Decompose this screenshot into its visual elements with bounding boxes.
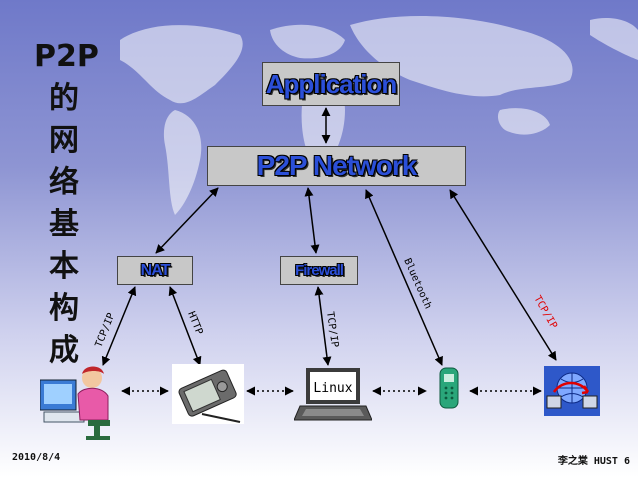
tcpip-right-label: TCP/IP <box>531 294 559 331</box>
footer-date: 2010/8/4 <box>12 452 61 463</box>
p2p-network-label: P2P Network <box>256 150 418 181</box>
tcpip-left-label: TCP/IP <box>94 312 118 350</box>
user-at-computer-icon <box>40 366 110 440</box>
nat-user-link <box>101 286 137 366</box>
network-globe-icon <box>544 366 600 416</box>
side-title: P2P 的 网 络 基 本 构 成 <box>34 39 99 368</box>
firewall-laptop-link <box>314 286 332 366</box>
cellphone-icon <box>439 367 459 409</box>
p2p-firewall-link <box>304 187 320 254</box>
nat-box: NAT <box>117 256 193 285</box>
nat-label: NAT <box>140 261 171 279</box>
p2p-globe-link <box>449 189 557 361</box>
nat-pda-link <box>168 286 202 366</box>
pda-icon <box>172 364 244 424</box>
laptop-icon: Linux <box>294 368 372 421</box>
p2p-phone-link <box>365 189 443 366</box>
application-label: Application <box>265 68 398 99</box>
firewall-label: Firewall <box>295 262 344 279</box>
application-box: Application <box>262 62 400 106</box>
p2p-nat-link <box>155 187 219 254</box>
footer-credit: 李之棠 HUST 6 <box>557 456 630 467</box>
firewall-box: Firewall <box>280 256 358 285</box>
linux-label: Linux <box>313 381 352 396</box>
p2p-network-box: P2P Network <box>207 146 466 186</box>
tcpip-mid-label: TCP/IP <box>324 311 340 348</box>
